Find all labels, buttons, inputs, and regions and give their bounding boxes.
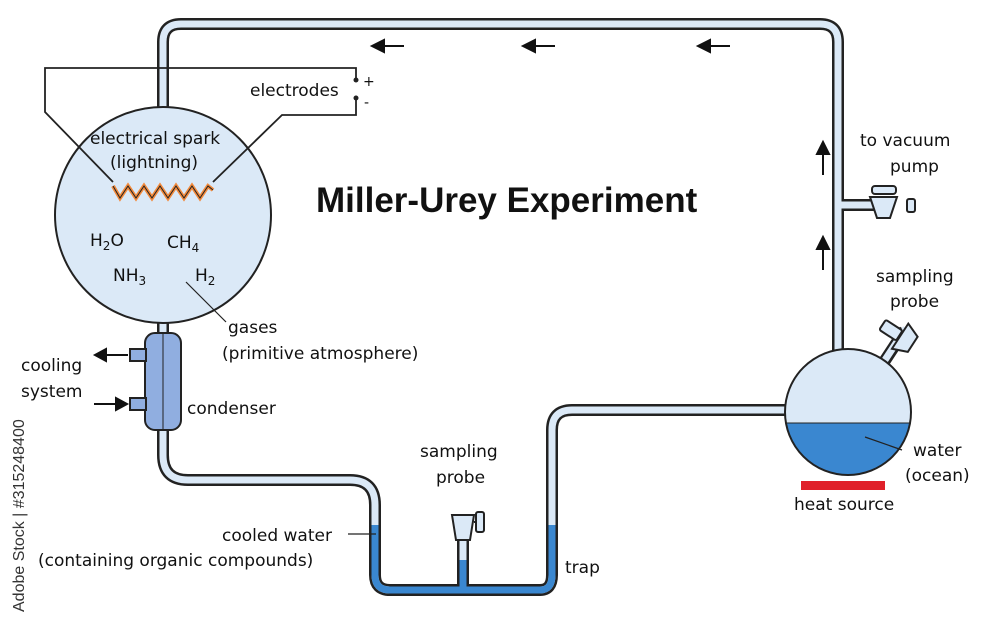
gases-label-sub: (primitive atmosphere) [222,344,418,364]
formula-h2: H2 [195,266,215,288]
cooled-water-label: cooled water [222,526,332,546]
formula-ch4: CH4 [167,233,199,255]
electrodes-label: electrodes [250,81,339,101]
water-label: water [913,441,961,461]
condenser-label: condenser [187,399,276,419]
condenser-outlet [129,397,147,411]
heat-source-bar [801,481,885,490]
cooling-in-arrow [94,396,130,412]
water-label-sub: (ocean) [905,466,970,486]
vacuum-label: to vacuum [860,131,950,151]
right-probe-label-sub: probe [890,292,939,312]
condenser-inlet [129,348,147,362]
gases-label: gases [228,318,278,338]
minus-sign: - [364,95,369,111]
reaction-flask [54,106,272,324]
trap-water [371,525,556,594]
cooling-out-arrow [92,347,128,363]
vacuum-label-sub: pump [890,157,939,177]
spark-label-sub: (lightning) [110,153,198,173]
vacuum-stopcock [868,185,916,219]
plus-sign: + [363,74,375,90]
heat-source-label: heat source [794,495,894,515]
electrode-terminal-minus [353,95,359,101]
trap-label: trap [565,558,600,578]
electrode-terminal-plus [353,77,359,83]
stock-watermark: Adobe Stock | #315248400 [11,419,28,612]
formula-h2o: H2O [90,231,124,253]
right-sampling-probe [879,319,919,354]
cooling-label: cooling [21,356,82,376]
electrode-wires [44,67,357,183]
formula-nh3: NH3 [113,266,146,288]
cooling-label-sub: system [21,382,82,402]
spark-label: electrical spark [90,129,220,149]
right-probe-label: sampling [876,267,954,287]
cooled-water-label-sub: (containing organic compounds) [38,551,313,571]
bottom-sampling-probe [450,511,485,541]
bottom-probe-label: sampling [420,442,498,462]
diagram-title: Miller-Urey Experiment [316,181,698,220]
leader-lines [185,281,903,535]
flow-arrows-top [369,38,730,54]
flow-arrows-right [815,139,831,270]
bottom-probe-label-sub: probe [436,468,485,488]
